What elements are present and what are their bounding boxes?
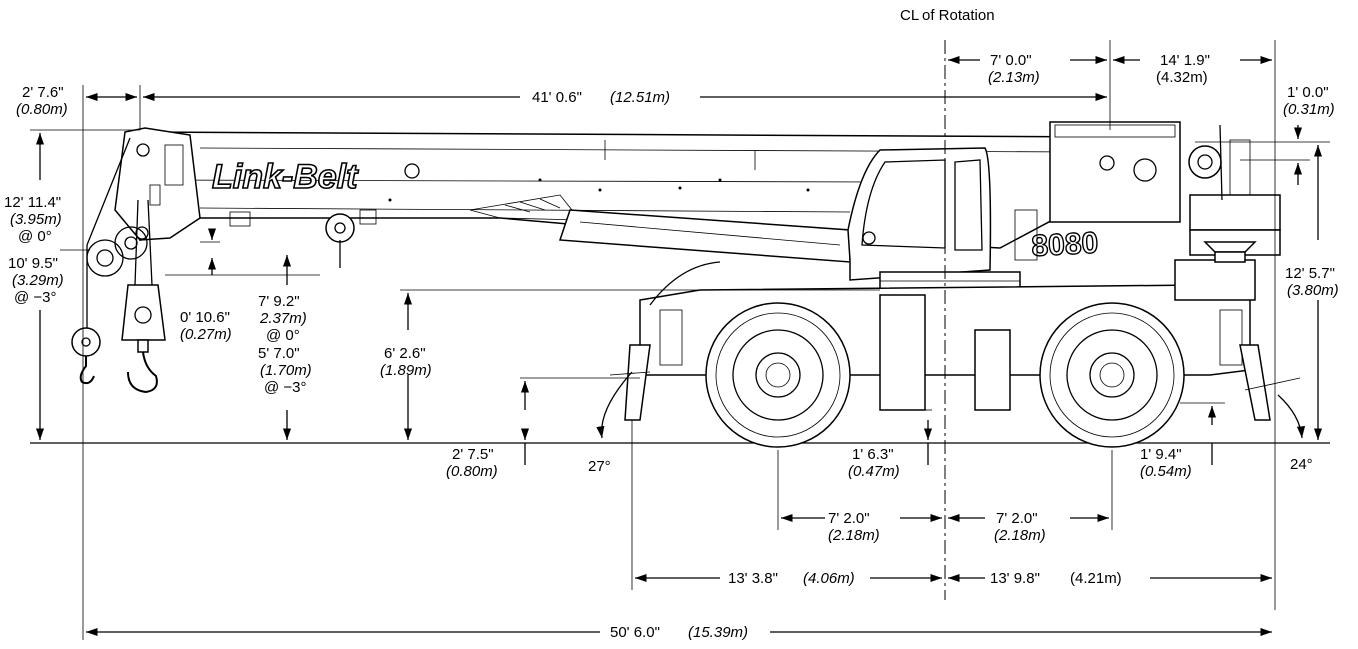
dimension-arrows — [35, 55, 1323, 637]
dim-front-axle: 7' 2.0" — [828, 510, 870, 527]
dim-boom-length: 41' 0.6" — [532, 89, 582, 106]
dim-sheave-drop: 0' 10.6" — [180, 309, 230, 326]
dim-boom-tip-ext-m: (0.80m) — [16, 101, 68, 118]
dim-sheave-drop-m: (0.27m) — [180, 326, 232, 343]
dim-hook-height-3-at: @ −3° — [264, 379, 307, 396]
extension-lines — [30, 40, 1330, 640]
dim-rear-overall-m: (4.21m) — [1070, 570, 1122, 587]
dim-overall-length: 50' 6.0" — [610, 624, 660, 641]
dim-front-outrigger-m: (0.80m) — [446, 463, 498, 480]
dim-rear-overall: 13' 9.8" — [990, 570, 1040, 587]
dim-rear-axle: 7' 2.0" — [996, 510, 1038, 527]
boom-logo: Link-Belt — [212, 158, 359, 196]
dim-boom-height-3-m: (3.29m) — [12, 272, 64, 289]
dim-front-overall-m: (4.06m) — [803, 570, 855, 587]
dim-front-overall: 13' 3.8" — [728, 570, 778, 587]
dim-overall-height-m: (3.80m) — [1287, 282, 1339, 299]
dim-hook-height-3-m: (1.70m) — [260, 362, 312, 379]
dim-cab-floor-m: (1.89m) — [380, 362, 432, 379]
dim-hook-height-0-m: 2.37m) — [259, 310, 307, 327]
dim-hook-height-0: 7' 9.2" — [258, 293, 300, 310]
approach-angle: 27° — [588, 458, 611, 475]
dim-boom-height-3-at: @ −3° — [14, 289, 57, 306]
dim-overall-length-m: (15.39m) — [688, 624, 748, 641]
departure-angle: 24° — [1290, 456, 1313, 473]
dim-ground-clearance: 1' 6.3" — [852, 446, 894, 463]
crane-drawing: Link-Belt — [71, 121, 1281, 448]
front-wheel — [705, 302, 851, 448]
dim-boom-height-0-m: (3.95m) — [10, 211, 62, 228]
boom-hoist-gear — [229, 209, 377, 268]
dim-rear-tailswing: 7' 0.0" — [990, 52, 1032, 69]
dim-cw-gap: 1' 0.0" — [1287, 84, 1329, 101]
dim-rear-tailswing-m: (2.13m) — [988, 69, 1040, 86]
dim-hook-height-0-at: @ 0° — [266, 327, 300, 344]
rear-wheel — [1039, 302, 1185, 448]
dim-hook-height-3: 5' 7.0" — [258, 345, 300, 362]
dim-boom-tip-ext: 2' 7.6" — [22, 84, 64, 101]
dim-overall-height: 12' 5.7" — [1285, 265, 1335, 282]
hook-block — [71, 137, 166, 394]
model-number: 8080 — [1031, 227, 1099, 263]
dim-rear-outrigger-m: (0.54m) — [1140, 463, 1192, 480]
dim-rear-outrigger: 1' 9.4" — [1140, 446, 1182, 463]
dim-boom-height-0: 12' 11.4" — [4, 194, 61, 211]
rotation-symbol: CL — [900, 7, 919, 24]
dim-front-outrigger: 2' 7.5" — [452, 446, 494, 463]
dim-ground-clearance-m: (0.47m) — [848, 463, 900, 480]
dim-cab-floor: 6' 2.6" — [384, 345, 426, 362]
dim-rear-axle-m: (2.18m) — [994, 527, 1046, 544]
dim-front-axle-m: (2.18m) — [828, 527, 880, 544]
outriggers — [624, 344, 1271, 421]
dimension-labels: 7' 0.0" (2.13m) 14' 1.9" (4.32m) 1' 0.0"… — [4, 52, 1339, 641]
dim-rear-to-cw-m: (4.32m) — [1156, 69, 1208, 86]
dim-cw-gap-m: (0.31m) — [1283, 101, 1335, 118]
dim-boom-height-0-at: @ 0° — [18, 228, 52, 245]
dim-boom-length-m: (12.51m) — [610, 89, 670, 106]
dim-boom-height-3: 10' 9.5" — [8, 255, 58, 272]
dim-rear-to-cw: 14' 1.9" — [1160, 52, 1210, 69]
rotation-label: of Rotation — [922, 7, 995, 24]
operator-cab — [847, 147, 992, 281]
